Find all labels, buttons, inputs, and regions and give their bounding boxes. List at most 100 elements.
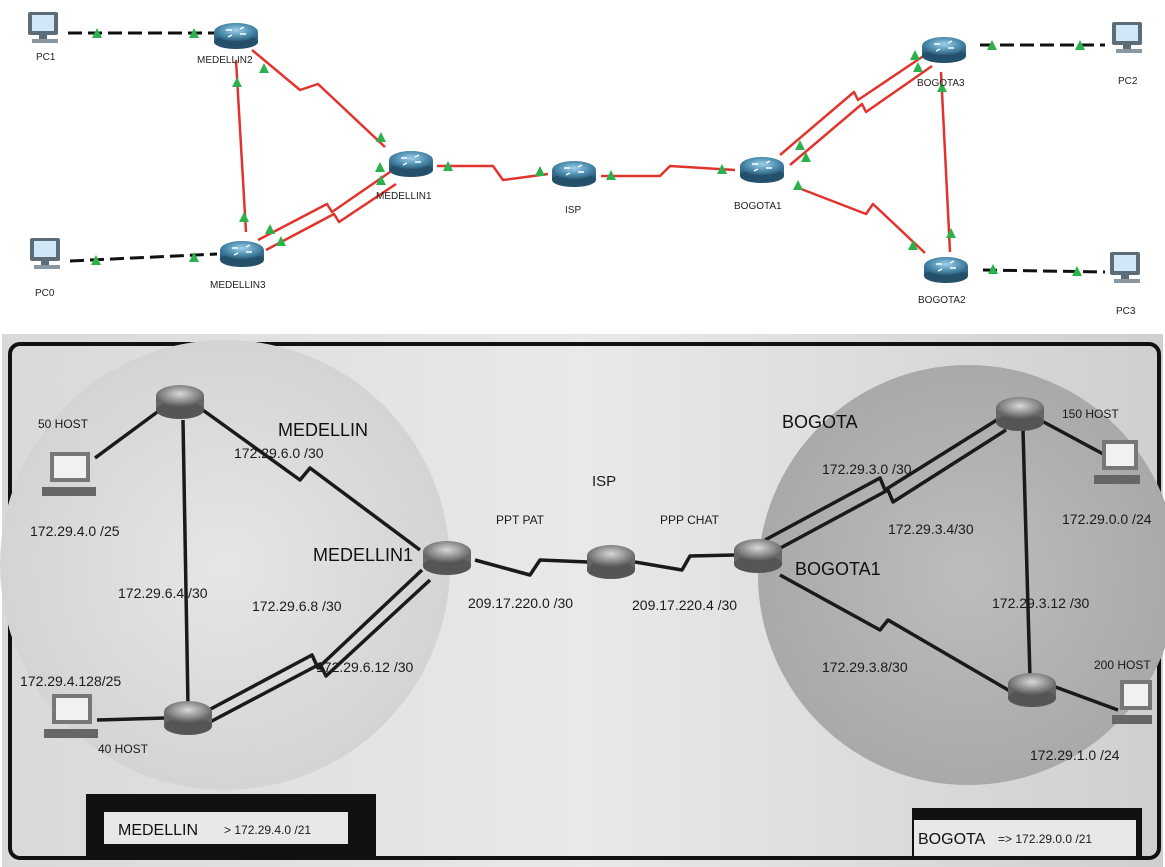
summary-box-medellin: MEDELLIN > 172.29.4.0 /21 bbox=[86, 794, 376, 858]
status-up-icon bbox=[189, 28, 199, 38]
status-up-icon bbox=[239, 212, 249, 222]
link-subnet-label: 172.29.6.12 /30 bbox=[316, 659, 414, 675]
device-label: BOGOTA3 bbox=[917, 78, 965, 89]
plan-link-left-host2 bbox=[96, 716, 166, 722]
link-bogota2-pc3[interactable] bbox=[982, 268, 1106, 274]
plan-link-left-host1 bbox=[93, 408, 162, 460]
link-bogota1-bogota3-b[interactable] bbox=[789, 64, 933, 166]
status-up-icon bbox=[910, 50, 920, 60]
status-up-icon bbox=[376, 132, 386, 142]
lan-subnet-label: 172.29.0.0 /24 bbox=[1062, 511, 1152, 527]
link-medellin1-isp[interactable] bbox=[437, 164, 549, 182]
device-label: BOGOTA2 bbox=[918, 295, 966, 306]
plan-link-bog-vertical bbox=[1021, 429, 1032, 679]
packet-tracer-topology: PC1 PC0 PC2 PC3 ME bbox=[28, 12, 1142, 317]
link-subnet-label: 172.29.3.12 /30 bbox=[992, 595, 1090, 611]
router-bogota1[interactable]: BOGOTA1 bbox=[734, 157, 784, 212]
device-label: MEDELLIN3 bbox=[210, 280, 266, 291]
plan-router-medellin1 bbox=[423, 541, 471, 575]
status-up-icon bbox=[189, 252, 199, 262]
plan-pc-icon bbox=[1094, 440, 1140, 484]
router-medellin2[interactable]: MEDELLIN2 bbox=[197, 23, 258, 66]
status-up-icon bbox=[1072, 266, 1082, 276]
router-bogota2[interactable]: BOGOTA2 bbox=[918, 257, 968, 306]
status-up-icon bbox=[92, 28, 102, 38]
protocol-label: PPT PAT bbox=[496, 513, 545, 527]
plan-router-medellin-bottom bbox=[164, 701, 212, 735]
link-bogota1-bogota2[interactable] bbox=[795, 185, 926, 254]
plan-link-med-vertical bbox=[181, 419, 190, 707]
plan-router-bogota1 bbox=[734, 539, 782, 573]
status-up-icon bbox=[795, 140, 805, 150]
summary-region-name: MEDELLIN bbox=[118, 822, 198, 839]
status-up-icon bbox=[946, 228, 956, 238]
router-label-medellin1: MEDELLIN1 bbox=[313, 545, 413, 565]
link-subnet-label: 172.29.3.0 /30 bbox=[822, 461, 912, 477]
pc2-node[interactable]: PC2 bbox=[1112, 22, 1142, 87]
plan-pc-icon bbox=[1112, 680, 1152, 724]
host-count-label: 50 HOST bbox=[38, 417, 89, 431]
router-medellin3[interactable]: MEDELLIN3 bbox=[210, 241, 266, 291]
link-bogota1-bogota3-a[interactable] bbox=[779, 53, 926, 156]
status-up-icon bbox=[91, 255, 101, 265]
plan-link-med-top-med1 bbox=[198, 406, 422, 552]
host-count-label: 200 HOST bbox=[1094, 658, 1151, 672]
status-up-icon bbox=[1075, 40, 1085, 50]
status-up-icon bbox=[276, 236, 286, 246]
link-isp-bogota1[interactable] bbox=[601, 164, 736, 178]
pc0-node[interactable]: PC0 bbox=[30, 238, 60, 299]
pc3-node[interactable]: PC3 bbox=[1110, 252, 1140, 317]
status-up-icon bbox=[908, 240, 918, 250]
pc1-node[interactable]: PC1 bbox=[28, 12, 58, 63]
status-up-icon bbox=[987, 40, 997, 50]
plan-link-bog1-bogbottom bbox=[779, 573, 1016, 696]
summary-box-bogota: BOGOTA => 172.29.0.0 /21 bbox=[912, 808, 1142, 860]
summary-region-name: BOGOTA bbox=[918, 831, 986, 848]
router-medellin1[interactable]: MEDELLIN1 bbox=[376, 151, 433, 202]
plan-router-bogota-top bbox=[996, 397, 1044, 431]
plan-links bbox=[93, 406, 1119, 724]
link-subnet-label: 172.29.3.8/30 bbox=[822, 659, 908, 675]
status-up-icon bbox=[717, 164, 727, 174]
device-label: PC1 bbox=[36, 52, 56, 63]
device-label: ISP bbox=[565, 205, 581, 216]
lan-subnet-label: 172.29.4.0 /25 bbox=[30, 523, 120, 539]
link-medellin2-medellin1[interactable] bbox=[251, 49, 386, 148]
status-up-icon bbox=[793, 180, 803, 190]
status-up-icon bbox=[376, 175, 386, 185]
device-label: PC0 bbox=[35, 288, 55, 299]
plan-router-bogota-bottom bbox=[1008, 673, 1056, 707]
link-subnet-label: 209.17.220.4 /30 bbox=[632, 597, 737, 613]
status-up-icon bbox=[801, 152, 811, 162]
link-subnet-label: 172.29.6.0 /30 bbox=[234, 445, 324, 461]
device-label: MEDELLIN2 bbox=[197, 55, 253, 66]
link-bogota3-bogota2[interactable] bbox=[939, 71, 952, 253]
plan-link-bogbottom-host bbox=[1049, 683, 1119, 712]
lan-subnet-label: 172.29.4.128/25 bbox=[20, 673, 121, 689]
link-medellin3-medellin1-a[interactable] bbox=[257, 170, 391, 242]
device-label: PC3 bbox=[1116, 306, 1136, 317]
router-isp[interactable]: ISP bbox=[552, 161, 596, 216]
device-label: MEDELLIN1 bbox=[376, 191, 432, 202]
status-up-icon bbox=[443, 161, 453, 171]
link-medellin3-medellin1-b[interactable] bbox=[265, 182, 397, 252]
router-bogota3[interactable]: BOGOTA3 bbox=[917, 37, 966, 89]
device-label: BOGOTA1 bbox=[734, 201, 782, 212]
link-subnet-label: 172.29.6.8 /30 bbox=[252, 598, 342, 614]
plan-pc-icon bbox=[44, 694, 98, 738]
status-up-icon bbox=[265, 224, 275, 234]
status-up-icon bbox=[535, 166, 545, 176]
link-medellin2-medellin3[interactable] bbox=[234, 59, 248, 233]
plan-link-bog1-bogtop-b bbox=[772, 428, 1007, 554]
link-status-indicators bbox=[91, 28, 1085, 276]
plan-link-bog1-bogtop-a bbox=[764, 416, 1001, 542]
link-subnet-label: 172.29.6.4 /30 bbox=[118, 585, 208, 601]
host-count-label: 150 HOST bbox=[1062, 407, 1119, 421]
protocol-label: PPP CHAT bbox=[660, 513, 720, 527]
plan-router-isp bbox=[587, 545, 635, 579]
device-label: PC2 bbox=[1118, 76, 1138, 87]
region-label-bogota: BOGOTA bbox=[782, 412, 858, 432]
host-count-label: 40 HOST bbox=[98, 742, 149, 756]
status-up-icon bbox=[375, 162, 385, 172]
